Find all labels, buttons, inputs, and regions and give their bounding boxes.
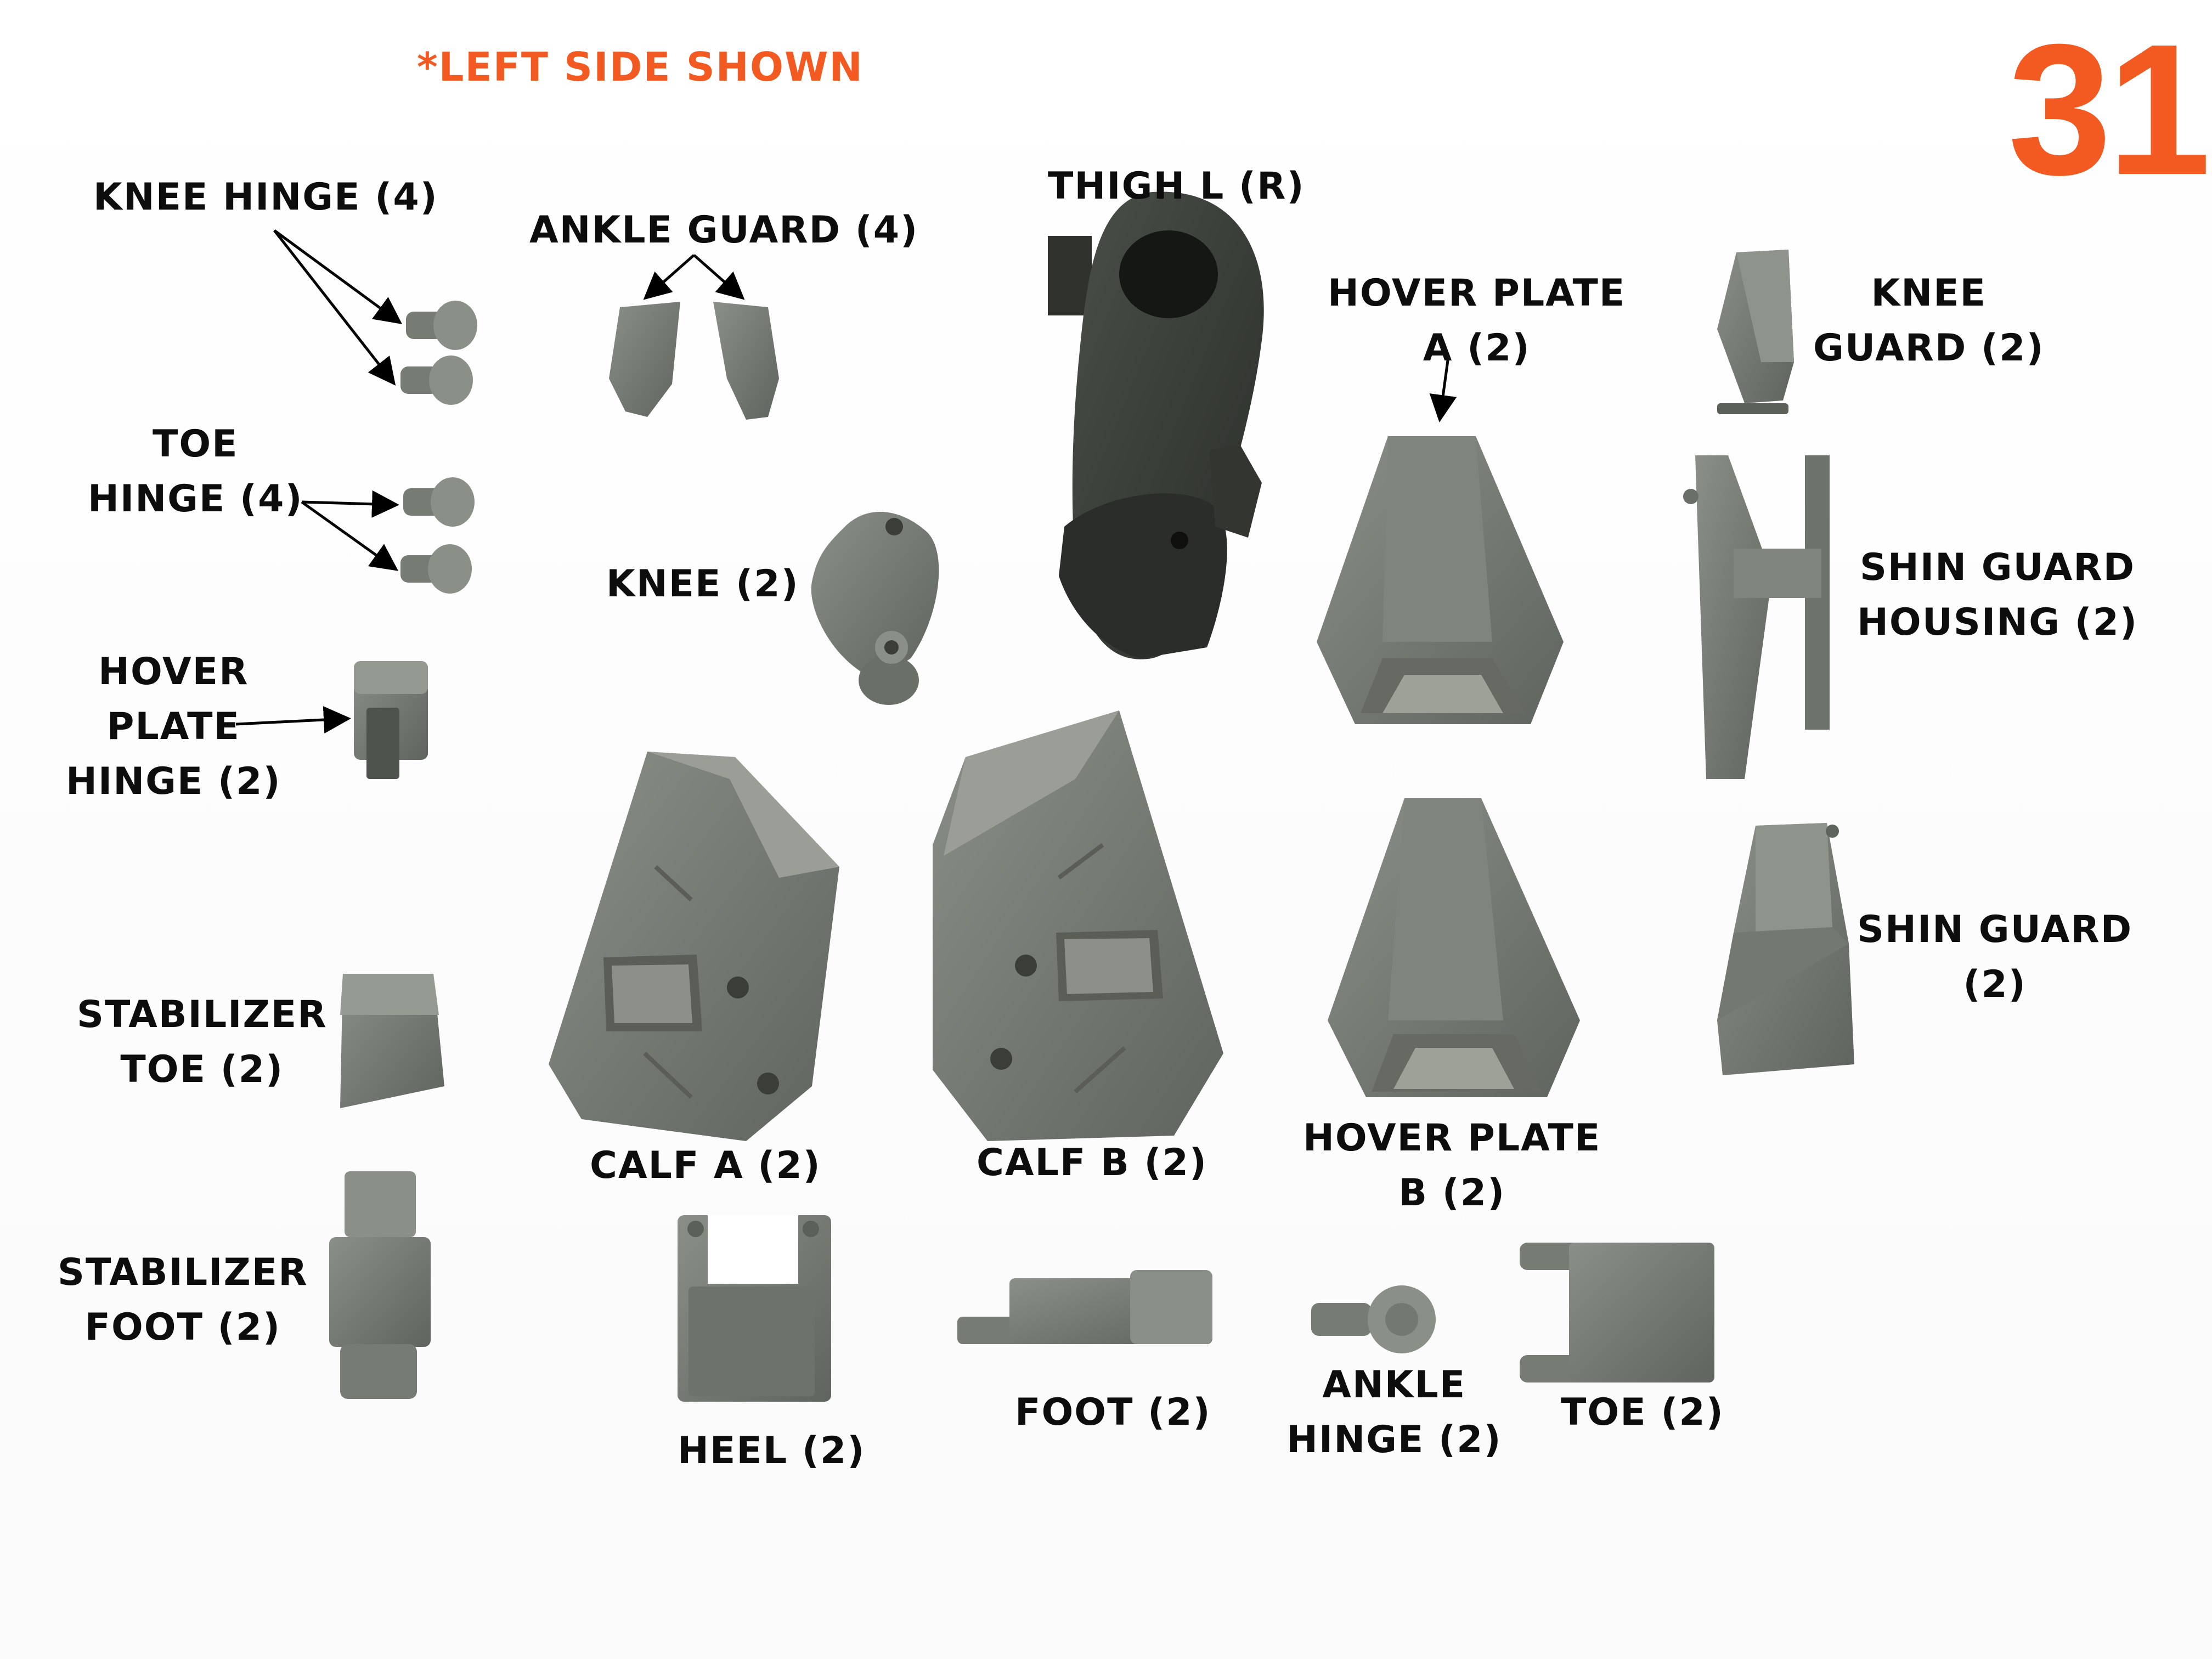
foot-part bbox=[957, 1270, 1212, 1344]
label-thigh: THIGH L (R) bbox=[1048, 165, 1305, 208]
knee-guard-part bbox=[1717, 250, 1794, 414]
thigh-part bbox=[1048, 191, 1264, 659]
label-shin-guard: SHIN GUARD (2) bbox=[1857, 908, 2133, 1006]
ankle-hinge-part bbox=[1311, 1285, 1436, 1353]
label-knee: KNEE (2) bbox=[606, 562, 799, 606]
stabilizer-toe-part bbox=[340, 974, 444, 1108]
toe-part bbox=[1520, 1243, 1714, 1383]
label-toe-hinge: TOE HINGE (4) bbox=[88, 422, 303, 521]
label-hover-plate-hinge: HOVER PLATE HINGE (2) bbox=[66, 650, 281, 803]
callout-arrows bbox=[235, 229, 1457, 733]
label-foot: FOOT (2) bbox=[1015, 1391, 1211, 1434]
shin-guard-part bbox=[1717, 823, 1854, 1075]
label-ankle-hinge: ANKLE HINGE (2) bbox=[1286, 1363, 1502, 1462]
label-hover-plate-b: HOVER PLATE B (2) bbox=[1303, 1116, 1601, 1215]
label-knee-hinge: KNEE HINGE (4) bbox=[93, 176, 438, 219]
label-stabilizer-toe: STABILIZER TOE (2) bbox=[77, 993, 328, 1091]
toe-hinge-part bbox=[400, 477, 475, 594]
hover-plate-hinge-part bbox=[354, 661, 428, 779]
step-number: 31 bbox=[2008, 5, 2211, 214]
label-toe: TOE (2) bbox=[1561, 1391, 1724, 1434]
hover-plate-b-part bbox=[1328, 798, 1580, 1097]
calf-b-part bbox=[933, 710, 1223, 1141]
heel-part bbox=[678, 1215, 831, 1402]
hover-plate-a-part bbox=[1317, 436, 1564, 724]
label-ankle-guard: ANKLE GUARD (4) bbox=[529, 208, 919, 252]
left-side-note: *LEFT SIDE SHOWN bbox=[417, 44, 864, 90]
label-shin-guard-housing: SHIN GUARD HOUSING (2) bbox=[1857, 546, 2138, 644]
label-calf-a: CALF A (2) bbox=[590, 1144, 821, 1187]
calf-a-part bbox=[549, 752, 839, 1141]
knee-hinge-part bbox=[400, 301, 477, 405]
label-hover-plate-a: HOVER PLATE A (2) bbox=[1328, 272, 1626, 370]
label-knee-guard: KNEE GUARD (2) bbox=[1813, 272, 2045, 370]
label-heel: HEEL (2) bbox=[678, 1429, 866, 1472]
knee-part bbox=[811, 511, 939, 705]
label-calf-b: CALF B (2) bbox=[977, 1141, 1207, 1184]
ankle-guard-part bbox=[609, 302, 779, 420]
shin-guard-housing-part bbox=[1683, 455, 1830, 779]
stabilizer-foot-part bbox=[329, 1171, 431, 1399]
label-stabilizer-foot: STABILIZER FOOT (2) bbox=[58, 1251, 308, 1349]
